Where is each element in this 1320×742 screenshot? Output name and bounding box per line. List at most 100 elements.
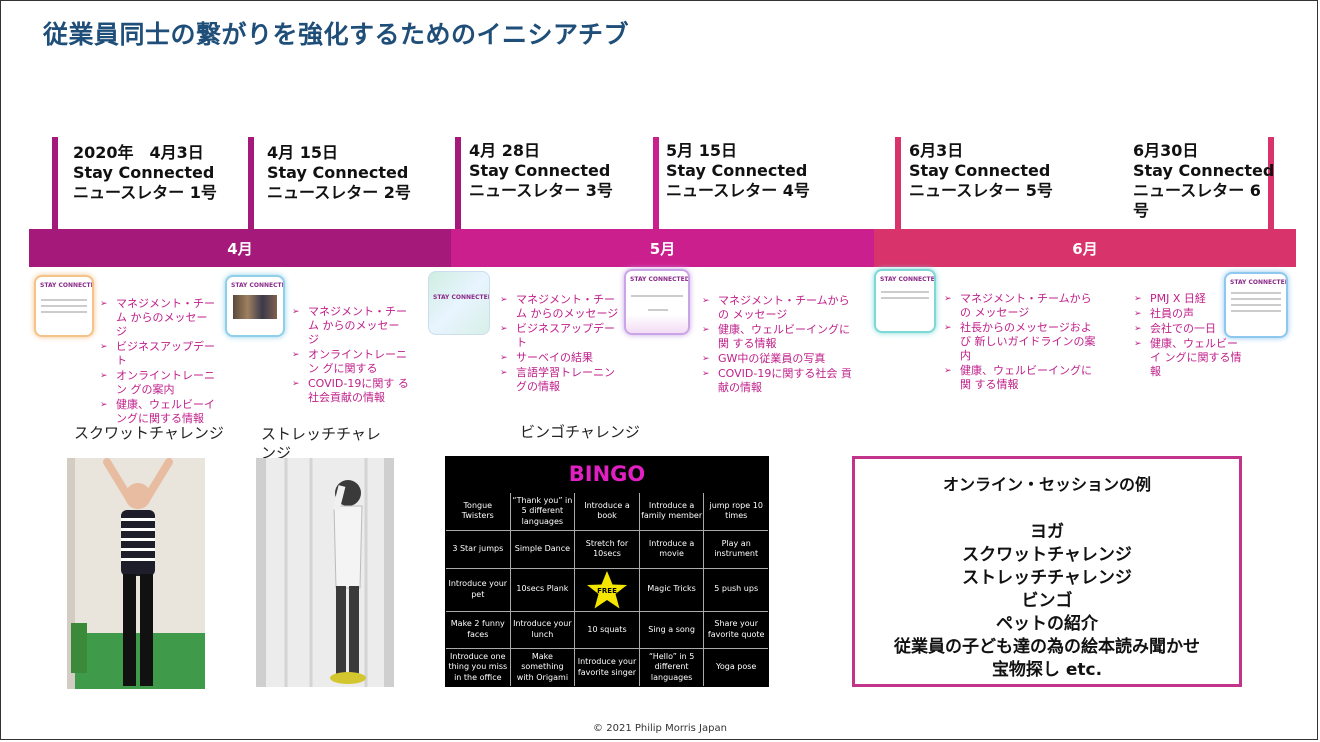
list-item-text: サーベイの結果 bbox=[516, 351, 593, 364]
bingo-cell: Simple Dance bbox=[510, 530, 575, 568]
arrow-bullet-icon: ➢ bbox=[292, 350, 300, 360]
bingo-cell: Make 2 funny faces bbox=[446, 611, 510, 649]
list-item: ➢COVID-19に関する社会 貢献の情報 bbox=[702, 367, 854, 395]
list-item: ➢健康、ウェルビーイングに関 する情報 bbox=[702, 323, 854, 351]
free-label: FREE bbox=[597, 586, 617, 595]
timeline-tick bbox=[455, 137, 461, 229]
list-item-text: 社長からのメッセージおよび 新しいガイドラインの案内 bbox=[960, 321, 1096, 362]
timeline-tick bbox=[52, 137, 58, 229]
list-item: ➢マネジメント・チームからの メッセージ bbox=[944, 292, 1100, 320]
list-item-text: マネジメント・チーム からのメッセージ bbox=[116, 297, 215, 338]
bingo-cell: “Hello” in 5 different languages bbox=[639, 649, 704, 686]
thumbnail-line bbox=[881, 297, 929, 299]
newsletter-thumbnail: STAY CONNECTED bbox=[34, 275, 94, 337]
arrow-bullet-icon: ➢ bbox=[500, 324, 508, 334]
event-issue-cont: 号 bbox=[1133, 201, 1150, 220]
bingo-cell: Make something with Origami bbox=[510, 649, 575, 686]
newsletter-thumbnail: STAY CONNECTED bbox=[624, 269, 690, 335]
list-item-text: 健康、ウェルビーイングに関 する情報 bbox=[960, 364, 1092, 391]
thumbnail-line bbox=[41, 299, 87, 301]
session-item: スクワットチャレンジ bbox=[962, 545, 1132, 565]
squat-photo bbox=[67, 458, 205, 689]
bingo-cell: 10 squats bbox=[575, 611, 639, 649]
timeline-event: 4月 28日 Stay Connected ニュースレター 3号 bbox=[469, 141, 613, 201]
thumbnail-line bbox=[881, 291, 929, 293]
arrow-bullet-icon: ➢ bbox=[702, 354, 710, 364]
session-item: ペットの紹介 bbox=[996, 614, 1098, 634]
list-item-text: 言語学習トレーニン グの情報 bbox=[516, 366, 615, 393]
list-item: ➢オンライントレーニン グの案内 bbox=[100, 369, 218, 397]
newsletter-contents: ➢ マネジメント・チーム からのメッセージ ➢ ビジネスアップデート ➢オンライント… bbox=[100, 297, 218, 427]
event-issue: ニュースレター 5号 bbox=[909, 181, 1053, 200]
list-item-text: ビジネスアップデート bbox=[116, 340, 215, 367]
timeline-event: 5月 15日 Stay Connected ニュースレター 4号 bbox=[666, 141, 810, 201]
session-item: ヨガ bbox=[1030, 522, 1064, 542]
thumbnail-photo bbox=[233, 295, 277, 319]
squat-challenge-caption: スクワットチャレンジ bbox=[74, 424, 224, 442]
arrow-bullet-icon: ➢ bbox=[100, 342, 108, 352]
free-star-icon bbox=[586, 570, 627, 608]
list-item-text: マネジメント・チームからの メッセージ bbox=[960, 292, 1092, 319]
stretch-person-illustration bbox=[256, 458, 394, 687]
list-item-text: マネジメント・チームからの メッセージ bbox=[718, 294, 850, 321]
bingo-cell: Yoga pose bbox=[704, 649, 768, 686]
list-item: ➢ 社員の声 bbox=[1134, 307, 1246, 321]
bingo-cell: Tongue Twisters bbox=[446, 493, 510, 530]
thumbnail-title: STAY CONNECTED bbox=[630, 276, 690, 283]
thumbnail-line bbox=[41, 305, 87, 307]
arrow-bullet-icon: ➢ bbox=[702, 369, 710, 379]
list-item-text: GW中の従業員の写真 bbox=[718, 352, 826, 365]
thumbnail-line bbox=[41, 311, 87, 313]
arrow-bullet-icon: ➢ bbox=[100, 299, 108, 309]
bingo-cell: Introduce a book bbox=[575, 493, 639, 530]
timeline-event: 4月 15日 Stay Connected ニュースレター 2号 bbox=[267, 143, 411, 203]
event-date: 4月 28日 bbox=[469, 141, 540, 160]
event-issue: ニュースレター 1号 bbox=[73, 183, 217, 202]
month-band-may: 5月 bbox=[451, 229, 874, 267]
page-title: 従業員同士の繋がりを強化するためのイニシアチブ bbox=[43, 20, 630, 49]
thumbnail-title: STAY CONNECTED bbox=[880, 276, 936, 283]
bingo-cell: Introduce your pet bbox=[446, 568, 510, 611]
arrow-bullet-icon: ➢ bbox=[702, 296, 710, 306]
list-item-text: ビジネスアップデート bbox=[516, 322, 615, 349]
arrow-bullet-icon: ➢ bbox=[500, 368, 508, 378]
bingo-card: BINGO Tongue Twisters“Thank you” in 5 di… bbox=[445, 456, 769, 687]
event-date: 4月 15日 bbox=[267, 143, 338, 162]
newsletter-contents: ➢マネジメント・チームからの メッセージ ➢社長からのメッセージおよび 新しいガ… bbox=[944, 292, 1100, 393]
bingo-cell: 5 push ups bbox=[704, 568, 768, 611]
arrow-bullet-icon: ➢ bbox=[292, 379, 300, 389]
list-item: ➢ ビジネスアップデート bbox=[500, 322, 622, 350]
event-date: 5月 15日 bbox=[666, 141, 737, 160]
timeline-tick bbox=[653, 137, 659, 229]
list-item: ➢ 会社での一日 bbox=[1134, 322, 1246, 336]
list-item-text: 社員の声 bbox=[1150, 307, 1194, 320]
list-item-text: 健康、ウェルビーイングに関 する情報 bbox=[718, 323, 850, 350]
arrow-bullet-icon: ➢ bbox=[1134, 309, 1142, 319]
bingo-cell: 10secs Plank bbox=[510, 568, 575, 611]
bingo-cell: “Thank you” in 5 different languages bbox=[510, 493, 575, 530]
list-item-text: 会社での一日 bbox=[1150, 322, 1216, 335]
list-item: ➢ マネジメント・チーム からのメッセージ bbox=[100, 297, 218, 339]
bingo-cell: jump rope 10 times bbox=[704, 493, 768, 530]
arrow-bullet-icon: ➢ bbox=[500, 353, 508, 363]
sessions-heading: オンライン・セッションの例 bbox=[942, 475, 1151, 494]
list-item-text: PMJ X 日経 bbox=[1150, 292, 1206, 305]
event-issue: ニュースレター 3号 bbox=[469, 181, 613, 200]
arrow-bullet-icon: ➢ bbox=[1134, 324, 1142, 334]
list-item: ➢オンライントレーニン グに関する bbox=[292, 348, 410, 376]
thumbnail-title: STAY CONNECTED bbox=[433, 294, 490, 301]
event-date: 6月3日 bbox=[909, 141, 964, 160]
list-item: ➢ GW中の従業員の写真 bbox=[702, 352, 854, 366]
event-name: Stay Connected bbox=[666, 161, 808, 180]
bingo-cell: Share your favorite quote bbox=[704, 611, 768, 649]
event-issue: ニュースレター 4号 bbox=[666, 181, 810, 200]
thumbnail-line bbox=[1231, 310, 1281, 312]
list-item-text: マネジメント・チーム からのメッセージ bbox=[516, 293, 619, 320]
event-date: 2020年 4月3日 bbox=[73, 143, 204, 162]
newsletter-thumbnail: STAY CONNECTED bbox=[1224, 272, 1288, 338]
bingo-title: BINGO bbox=[568, 462, 646, 486]
squat-person-illustration bbox=[67, 458, 205, 689]
event-issue: ニュースレター 2号 bbox=[267, 183, 411, 202]
event-issue: ニュースレター 6 bbox=[1133, 181, 1261, 200]
